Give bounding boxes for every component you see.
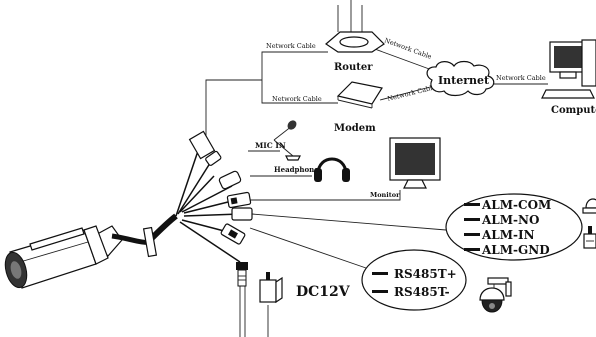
cable-label-modem-left: Network Cable [272, 95, 322, 103]
cable-label-router-right: Network Cable [383, 36, 433, 61]
power-adapter-icon [259, 272, 283, 304]
computer-icon [541, 39, 596, 99]
bullet-camera-icon [4, 225, 158, 289]
computer-label: Computer [551, 105, 596, 116]
cable-label-router-left: Network Cable [266, 42, 316, 50]
router-icon [325, 0, 385, 53]
dc12v-label: DC12V [296, 284, 351, 300]
alarm-terminal-list: ALM-COM ALM-NO ALM-IN ALM-GND [464, 198, 551, 257]
audio-out-connector-icon [218, 170, 242, 190]
modem-icon [336, 81, 383, 109]
internet-cloud-icon [426, 60, 495, 97]
headphone-label: Headphone [274, 165, 319, 174]
cable-label-modem-right: Network Cable [387, 83, 437, 103]
mic-in-label: MIC IN [255, 141, 286, 150]
alarm-sensor-icon [583, 226, 596, 249]
router-label: Router [334, 62, 373, 73]
network-cables [205, 47, 548, 337]
alarm-terminal-alm-in: ALM-IN [481, 228, 535, 242]
mic-connector-icon [205, 150, 222, 166]
alarm-connector-icon [231, 207, 253, 221]
ptz-dome-camera-icon [479, 277, 512, 313]
rs485-terminal-minus: RS485T- [394, 285, 450, 299]
alarm-terminal-alm-gnd: ALM-GND [481, 243, 550, 257]
network-connector-icon [188, 130, 216, 160]
rs485-terminal-ellipse [361, 249, 467, 311]
video-connector-icon [226, 191, 252, 209]
cable-bundle [147, 144, 241, 263]
rs485-terminal-plus: RS485T+ [394, 267, 457, 281]
cable-label-internet-right: Network Cable [496, 74, 546, 82]
monitor-icon [389, 137, 441, 189]
alarm-siren-icon [582, 198, 596, 214]
internet-label: Internet [438, 74, 490, 87]
monitor-label: Monitor [370, 191, 400, 199]
microphone-icon [273, 120, 301, 161]
alarm-terminal-ellipse [445, 193, 583, 261]
rs485-terminal-list: RS485T+ RS485T- [372, 267, 457, 299]
modem-label: Modem [334, 123, 376, 134]
alarm-terminal-alm-com: ALM-COM [481, 198, 551, 212]
headphone-icon [314, 157, 350, 182]
alarm-terminal-alm-no: ALM-NO [481, 213, 539, 227]
dc-plug-icon [236, 262, 248, 287]
